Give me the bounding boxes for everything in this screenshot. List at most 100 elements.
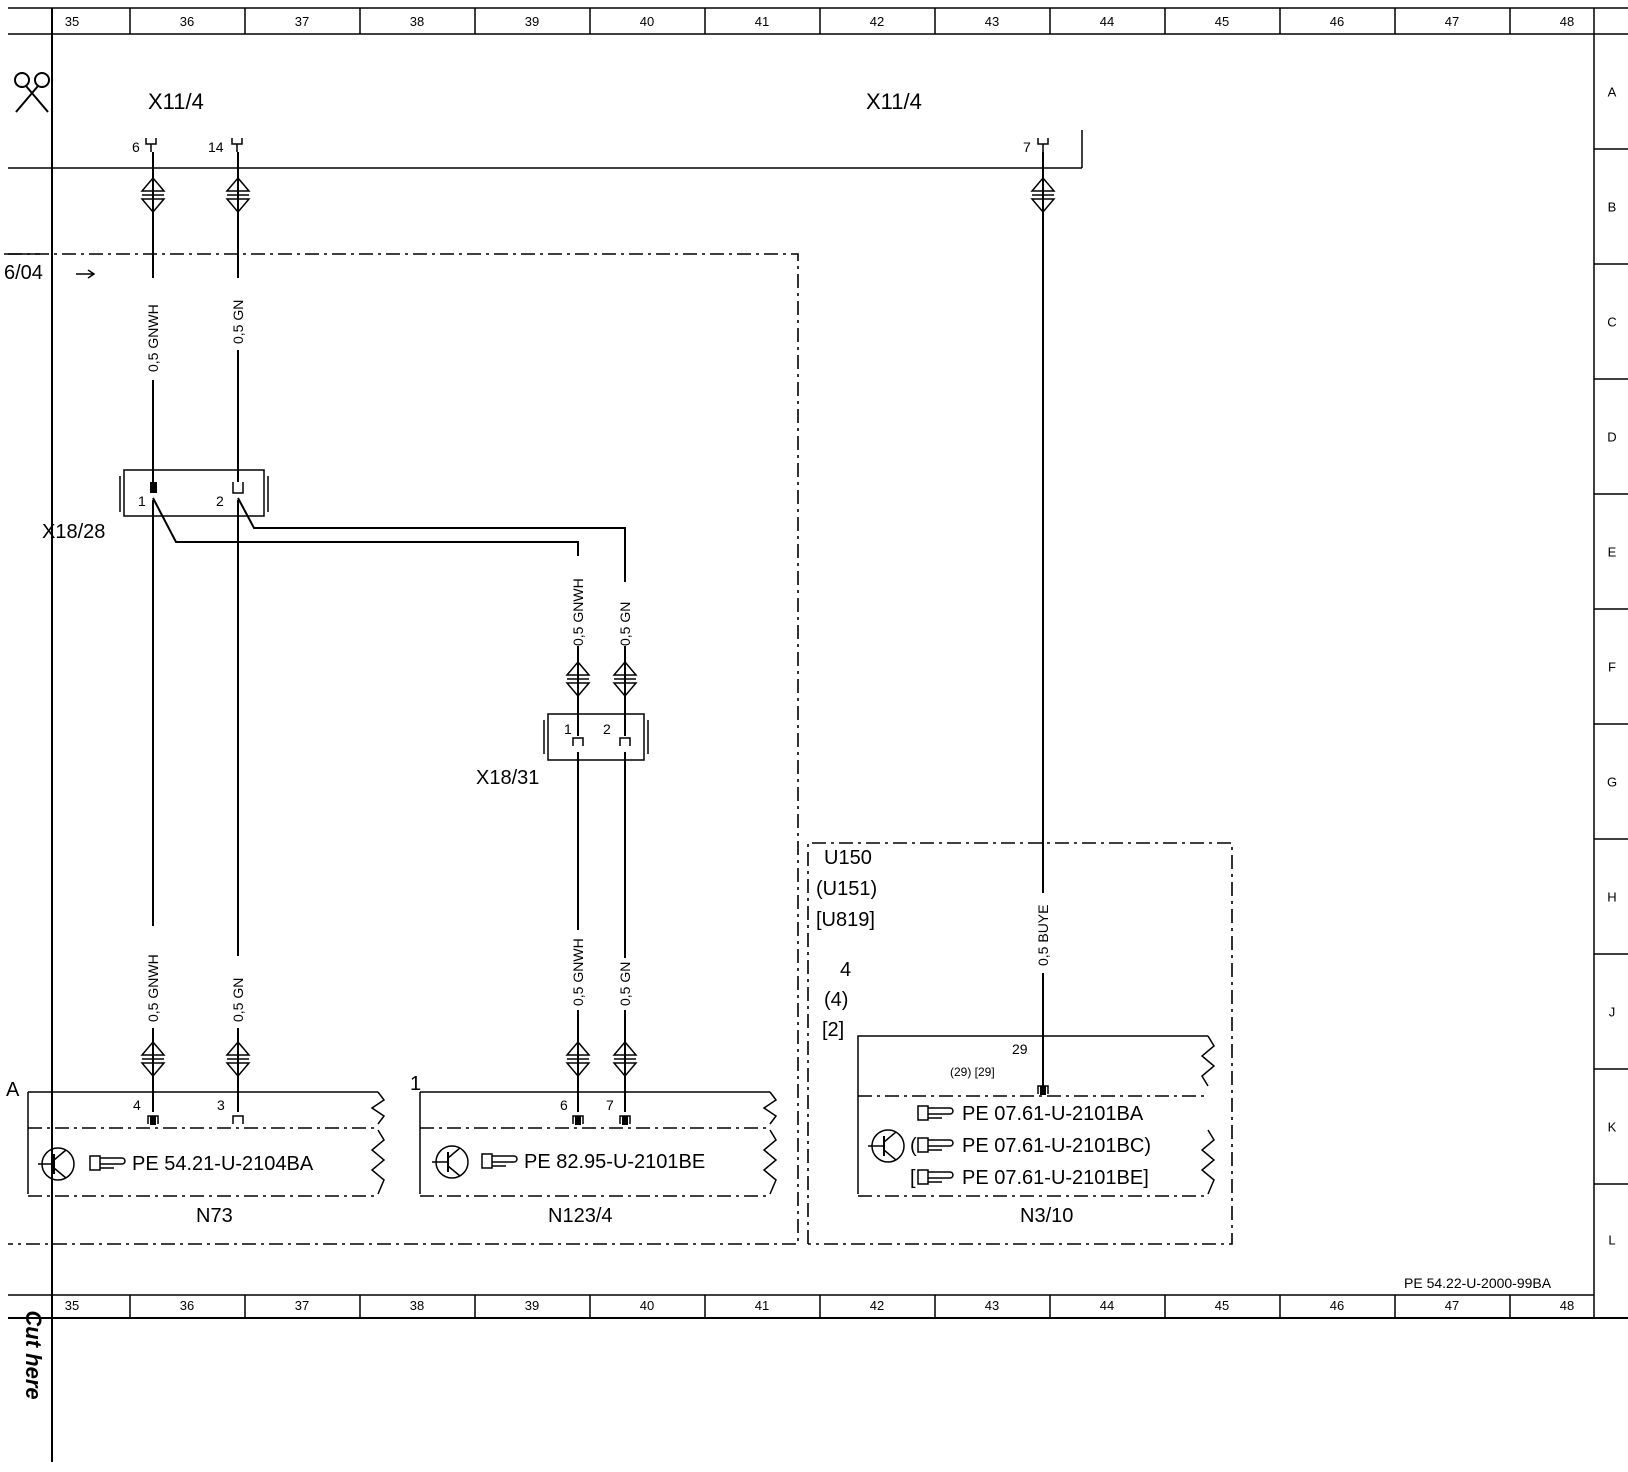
u151-label: (U151) (816, 878, 877, 900)
pointing-hand-icon (89, 1155, 126, 1171)
component-n3-10: 29 (29) [29] PE 07.61-U-2101BA ( PE 07.6… (857, 1035, 1216, 1197)
grid-column-label: 37 (295, 14, 309, 29)
wire-label: 0,5 GNWH (145, 304, 161, 372)
grid-column-label: 35 (65, 14, 79, 29)
variant-value: [2] (822, 1019, 844, 1041)
grid-row-label: J (1609, 1005, 1616, 1020)
pin-6: 6 (132, 139, 140, 155)
u150-labels: U150 (U151) [U819] 4 (4) [2] (816, 847, 877, 1041)
grid-column-label: 41 (755, 14, 769, 29)
arrow-right-icon (76, 269, 96, 279)
grid-column-label: 45 (1215, 1298, 1229, 1313)
plug-connector-symbol (565, 1040, 591, 1078)
pin-label: 29 (1012, 1041, 1028, 1057)
footer-reference: PE 54.22-U-2000-99BA (1404, 1275, 1552, 1291)
grid-column-label: 45 (1215, 14, 1229, 29)
variant-value: 4 (840, 959, 851, 981)
grid-column-label: 41 (755, 1298, 769, 1313)
component-name-n3-10: N3/10 (1020, 1205, 1073, 1227)
plug-connector-symbol (140, 1040, 166, 1078)
wire-label: 0,5 GN (617, 602, 633, 646)
pin-label: 2 (603, 721, 611, 737)
grid-column-label: 47 (1445, 14, 1459, 29)
pin-7: 7 (1023, 139, 1031, 155)
corner-label: 1 (410, 1073, 421, 1095)
grid-row-label: E (1608, 545, 1617, 560)
grid-column-label: 48 (1560, 1298, 1574, 1313)
grid-column-label: 47 (1445, 1298, 1459, 1313)
top-pins (145, 138, 1049, 152)
connector-x11-4-right: X11/4 (866, 89, 922, 114)
grid-column-label: 43 (985, 14, 999, 29)
plug-connector-symbol (612, 660, 638, 698)
grid-column-label: 36 (180, 14, 194, 29)
pin-label: 6 (560, 1097, 568, 1113)
wire-label: 0,5 GNWH (570, 578, 586, 646)
grid-row-label: B (1608, 200, 1617, 215)
grid-column-label: 37 (295, 1298, 309, 1313)
wire-label: 0,5 BUYE (1035, 905, 1051, 966)
page-ref: 6/04 (4, 262, 43, 284)
grid-column-label: 43 (985, 1298, 999, 1313)
boundary-main (8, 253, 799, 1245)
pin-label: 7 (606, 1097, 614, 1113)
u819-label: [U819] (816, 909, 875, 931)
grid-column-label: 40 (640, 14, 654, 29)
transistor-icon (432, 1145, 469, 1179)
plug-connector-symbol (1030, 176, 1056, 214)
wire-label: 0,5 GNWH (570, 938, 586, 1006)
cut-here-label: Cut here (21, 1310, 46, 1399)
connector-x18-28: 1 2 (119, 469, 269, 517)
frame (8, 7, 1628, 1462)
pin-14: 14 (208, 139, 224, 155)
scissors-icon (14, 72, 50, 113)
grid-column-label: 48 (1560, 14, 1574, 29)
pin-label: 4 (133, 1097, 141, 1113)
wire-label: 0,5 GN (617, 962, 633, 1006)
corner-label: A (6, 1079, 20, 1101)
grid-column-label: 44 (1100, 1298, 1114, 1313)
connector-x18-31-label: X18/31 (476, 767, 539, 789)
grid-rows: A B C D E F G H J K L (1594, 85, 1628, 1248)
grid-row-label: C (1607, 315, 1616, 330)
bracket-open: ( (910, 1135, 917, 1157)
grid-row-label: G (1607, 775, 1617, 790)
grid-row-label: D (1607, 430, 1616, 445)
grid-column-label: 39 (525, 14, 539, 29)
wires (152, 152, 1044, 1112)
component-n73: 4 3 A PE 54.21-U-2104BA (6, 1079, 386, 1197)
grid-column-label: 39 (525, 1298, 539, 1313)
grid-column-label: 46 (1330, 1298, 1344, 1313)
wire-label: 0,5 GN (230, 978, 246, 1022)
transistor-icon (868, 1129, 905, 1163)
grid-row-label: K (1608, 1120, 1617, 1135)
pin-label: 1 (564, 721, 572, 737)
component-ref: PE 54.21-U-2104BA (132, 1153, 314, 1175)
transistor-icon (38, 1147, 75, 1181)
variant-value: (4) (824, 989, 848, 1011)
grid-row-label: L (1608, 1233, 1615, 1248)
component-name-n73: N73 (196, 1205, 233, 1227)
pointing-hand-icon (917, 1105, 954, 1121)
pointing-hand-icon (917, 1137, 954, 1153)
plug-connector-symbol (565, 660, 591, 698)
bracket-open: [ (910, 1167, 916, 1189)
component-ref: PE 82.95-U-2101BE (524, 1151, 705, 1173)
u150-label: U150 (824, 847, 872, 869)
wire-label: 0,5 GNWH (145, 954, 161, 1022)
component-name-n123-4: N123/4 (548, 1205, 613, 1227)
pointing-hand-icon (481, 1153, 518, 1169)
pin-label: 1 (138, 493, 146, 509)
connector-x11-4-left: X11/4 (148, 89, 204, 114)
pin-label-alt: (29) [29] (950, 1065, 995, 1079)
grid-row-label: F (1608, 660, 1616, 675)
component-ref: PE 07.61-U-2101BC) (962, 1135, 1151, 1157)
grid-column-label: 42 (870, 14, 884, 29)
component-ref: PE 07.61-U-2101BA (962, 1103, 1144, 1125)
grid-row-label: H (1607, 890, 1616, 905)
connector-x18-28-label: X18/28 (42, 521, 105, 543)
grid-row-label: A (1608, 85, 1617, 100)
